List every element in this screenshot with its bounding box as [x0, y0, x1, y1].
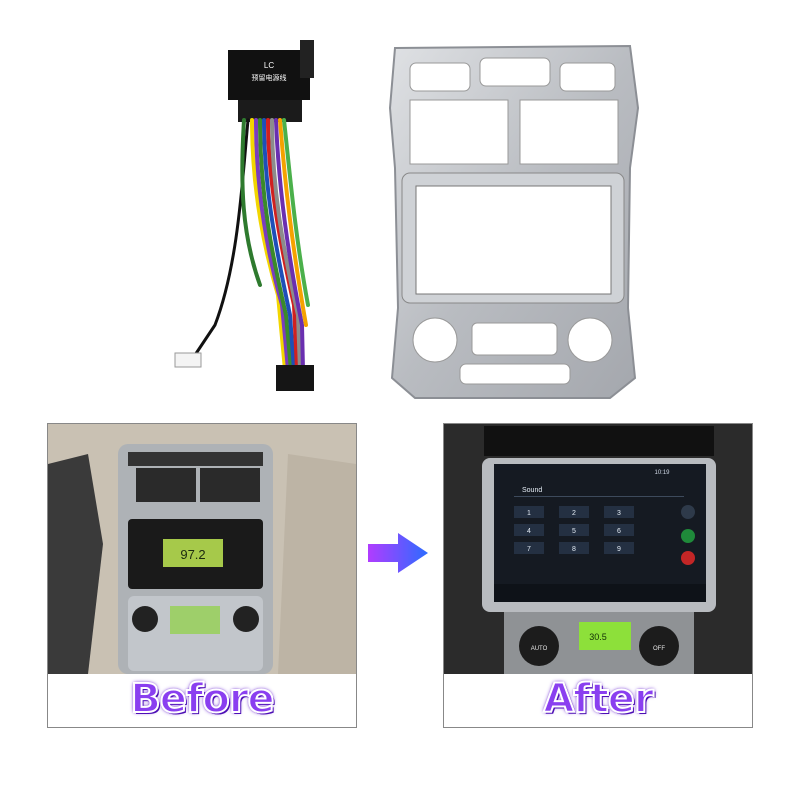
keypad-key: 4	[527, 528, 531, 535]
keypad-key: 3	[617, 510, 621, 517]
keypad-key: 7	[527, 546, 531, 553]
keypad-key: 5	[572, 528, 576, 535]
wiring-harness-image: LC 预留电源线	[174, 40, 314, 391]
frame-screen-opening	[415, 185, 612, 295]
after-knob-right-label: OFF	[653, 646, 665, 652]
after-climate-display	[579, 622, 631, 650]
after-caption: After	[542, 675, 654, 723]
keypad-key: 6	[617, 528, 621, 535]
after-screen-title: Sound	[522, 487, 542, 494]
harness-label-line2: 预留电源线	[252, 73, 287, 82]
dash-frame-image	[388, 44, 640, 399]
harness-bottom-connector	[276, 365, 314, 391]
keypad-key: 2	[572, 510, 576, 517]
after-screen-time: 10:19	[654, 470, 670, 476]
keypad-key: 1	[527, 510, 531, 517]
before-panel: 97.2 Before	[47, 423, 357, 728]
after-knob-left-label: AUTO	[531, 646, 548, 652]
small-white-connector	[174, 352, 202, 368]
after-dashboard-photo: 10:19 Sound 1 2 3 4 5 6 7 8 9	[444, 424, 752, 674]
after-climate-temp: 30.5	[589, 632, 607, 642]
before-radio-display	[163, 539, 223, 567]
keypad-key: 8	[572, 546, 576, 553]
harness-label-line1: LC	[264, 61, 274, 70]
keypad-key: 9	[617, 546, 621, 553]
after-keypad: 1 2 3 4 5 6 7 8 9	[514, 506, 634, 554]
harness-wires	[193, 118, 310, 372]
before-radio-frequency: 97.2	[180, 547, 205, 562]
before-caption: Before	[129, 675, 275, 723]
harness-connector-block	[228, 50, 310, 100]
arrow-right-icon	[368, 533, 428, 573]
before-dashboard-photo: 97.2	[48, 424, 356, 674]
after-panel: 10:19 Sound 1 2 3 4 5 6 7 8 9	[443, 423, 753, 728]
